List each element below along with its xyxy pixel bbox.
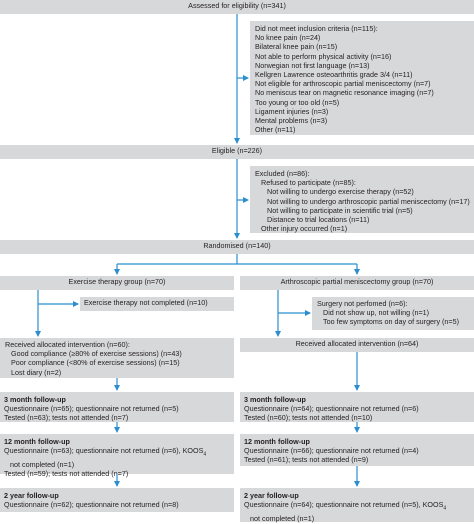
list-item: Kellgren Lawrence osteoarthritis grade 3… — [255, 70, 413, 80]
list-item: Questionnaire (n=64); questionnaire not … — [244, 404, 419, 414]
list-item: Not able to perform physical activity (n… — [255, 51, 392, 61]
apm-2-year-title: 2 year follow-up — [244, 491, 299, 500]
list-item: Not willing to undergo exercise therapy … — [267, 187, 414, 197]
list-item: Too young or too old (n=5) — [255, 97, 340, 107]
excluded-header: Excluded (n=86): — [255, 169, 310, 178]
apm-received-box: Received allocated intervention (n=64) — [240, 338, 474, 352]
exercise-2-year-title: 2 year follow-up — [4, 491, 59, 500]
exercise-2-year-box: 2 year follow-up Questionnaire (n=62); q… — [0, 488, 234, 512]
list-item: Other injury occurred (n=1) — [261, 224, 348, 234]
excluded-box: Excluded (n=86): Refused to participate … — [250, 166, 474, 233]
exercise-3-month-title: 3 month follow-up — [4, 395, 66, 404]
assessed-box: Assessed for eligibility (n=341) — [0, 0, 474, 14]
randomised-label: Randomised (n=140) — [203, 241, 271, 250]
list-item: Too few symptoms on day of surgery (n=5) — [323, 317, 460, 327]
eligible-box: Eligible (n=226) — [0, 145, 474, 159]
surgery-not-performed-box: Surgery not perfomed (n=6): Did not show… — [312, 297, 474, 330]
list-item: No meniscus tear on magnetic resonance i… — [255, 88, 434, 98]
list-item: Questionnaire (n=66); questionnaire not … — [244, 446, 419, 456]
list-item: not completed (n=1) — [250, 513, 315, 523]
list-item: not completed (n=1) — [10, 459, 75, 469]
refused-header: Refused to participate (n=85): — [261, 178, 356, 188]
apm-2-year-box: 2 year follow-up Questionnaire (n=64); q… — [240, 488, 474, 523]
list-item: Lost diary (n=2) — [11, 367, 62, 377]
exercise-3-month-box: 3 month follow-up Questionnaire (n=65); … — [0, 392, 234, 422]
randomised-box: Randomised (n=140) — [0, 240, 474, 254]
exercise-not-completed-box: Exercise therapy not completed (n=10) — [80, 297, 234, 311]
exercise-group-label: Exercise therapy group (n=70) — [68, 277, 166, 286]
apm-group-label: Arthroscopic partial meniscectomy group … — [280, 277, 434, 286]
list-item: Questionnaire (n=64); questionnaire not … — [244, 500, 447, 512]
list-item: Questionnaire (n=62); questionnaire not … — [4, 500, 179, 510]
apm-3-month-title: 3 month follow-up — [244, 395, 306, 404]
exercise-12-month-title: 12 month follow-up — [4, 437, 70, 446]
list-item: No knee pain (n=24) — [255, 33, 321, 43]
list-item: Not willing to undergo arthroscopic part… — [267, 196, 470, 206]
apm-group-box: Arthroscopic partial meniscectomy group … — [240, 276, 474, 290]
list-item: Not eligible for arthroscopic partial me… — [255, 79, 431, 89]
exercise-group-box: Exercise therapy group (n=70) — [0, 276, 234, 290]
list-item: Questionnaire (n=65); questionnaire not … — [4, 404, 179, 414]
assessed-label: Assessed for eligibility (n=341) — [188, 1, 286, 10]
exercise-12-month-box: 12 month follow-up Questionnaire (n=63);… — [0, 434, 234, 478]
apm-3-month-box: 3 month follow-up Questionnaire (n=64); … — [240, 392, 474, 422]
surgery-not-performed-header: Surgery not perfomed (n=6): — [317, 299, 408, 308]
list-item: Good compliance (≥80% of exercise sessio… — [11, 349, 182, 359]
list-item: Tested (n=61); tests not attended (n=9) — [244, 455, 369, 465]
list-item: Other (n=11) — [255, 125, 296, 135]
exclusion-criteria-box: Did not meet inclusion criteria (n=115):… — [250, 21, 474, 135]
exercise-received-box: Received allocated intervention (n=60): … — [0, 338, 234, 378]
exercise-received-header: Received allocated intervention (n=60): — [5, 340, 130, 349]
list-item: Tested (n=63); tests not attended (n=7) — [4, 413, 129, 423]
list-item: Poor compliance (<80% of exercise sessio… — [11, 358, 180, 368]
exclusion-criteria-header: Did not meet inclusion criteria (n=115): — [255, 24, 378, 33]
apm-12-month-box: 12 month follow-up Questionnaire (n=66);… — [240, 434, 474, 466]
list-item: Ligament injuries (n=3) — [255, 106, 329, 116]
list-item: Tested (n=59); tests not attended (n=7) — [4, 469, 129, 479]
list-item: Tested (n=60); tests not attended (n=10) — [244, 413, 373, 423]
list-item: Norwegian not first language (n=13) — [255, 60, 370, 70]
exercise-not-completed-label: Exercise therapy not completed (n=10) — [84, 298, 208, 307]
list-item: Distance to trial locations (n=11) — [267, 215, 370, 225]
apm-received-label: Received allocated intervention (n=64) — [295, 339, 419, 348]
list-item: Did not show up, not willing (n=1) — [323, 308, 430, 318]
apm-12-month-title: 12 month follow-up — [244, 437, 310, 446]
eligible-label: Eligible (n=226) — [211, 146, 263, 155]
list-item: Not willing to participate in scientific… — [267, 205, 413, 215]
list-item: Mental problems (n=3) — [255, 116, 328, 126]
list-item: Questionnaire (n=63); questionnaire not … — [4, 446, 207, 458]
list-item: Bilateral knee pain (n=15) — [255, 42, 338, 52]
